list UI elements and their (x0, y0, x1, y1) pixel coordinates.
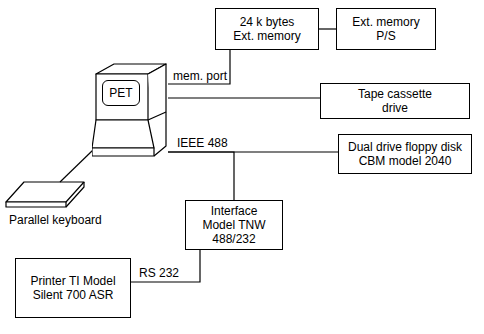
power-supply-box: Ext. memory P/S (336, 8, 436, 50)
screen-label: PET (102, 80, 140, 106)
keyboard-label: Parallel keyboard (8, 213, 103, 227)
node-text: Interface Model TNW 488/232 (199, 204, 269, 246)
memory-box: 24 k bytes Ext. memory (215, 8, 319, 50)
connector-line (319, 28, 336, 29)
node-text: 24 k bytes Ext. memory (231, 15, 303, 43)
computer-unit: PET (92, 62, 168, 158)
computer-outline (92, 62, 168, 158)
connector-line (168, 50, 230, 84)
tape-drive-box: Tape cassette drive (320, 83, 470, 119)
floppy-disk-box: Dual drive floppy disk CBM model 2040 (338, 134, 472, 174)
connector-line (131, 250, 200, 282)
bus-label: mem. port (172, 69, 228, 83)
bus-label: IEEE 488 (176, 136, 229, 150)
node-text: Dual drive floppy disk CBM model 2040 (345, 140, 465, 168)
node-text: Ext. memory P/S (350, 15, 422, 43)
connector-line (168, 97, 320, 98)
node-text: Printer TI Model Silent 700 ASR (25, 274, 121, 302)
connector-line (168, 152, 234, 200)
printer-box: Printer TI Model Silent 700 ASR (15, 258, 131, 318)
interface-box: Interface Model TNW 488/232 (185, 200, 283, 250)
bus-label: RS 232 (138, 266, 180, 280)
node-text: Tape cassette drive (352, 87, 438, 115)
